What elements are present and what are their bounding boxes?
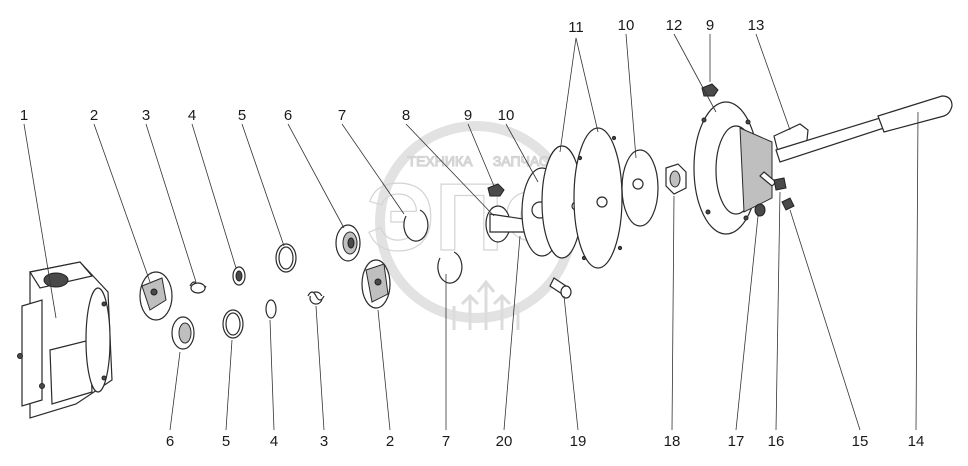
callout-6: 6 [284,107,292,124]
callout-10: 10 [498,107,515,124]
part-7-snap-ring-top [403,209,429,242]
watermark-slogan-left: ТЕХНИКА [408,153,474,169]
callout-12: 12 [666,17,683,34]
leader-lines [23,33,919,431]
part-5-oring-top [275,243,297,273]
part-6-seal-top [335,224,361,262]
callout-2: 2 [90,107,98,124]
watermark-wheat-icon [452,279,520,330]
part-14-handle [775,95,953,163]
callout-13: 13 [748,17,765,34]
part-8-impeller-shaft [485,205,533,243]
callouts-top: 1 2 3 4 5 6 7 8 9 10 11 10 12 9 13 [20,17,765,124]
part-2-rotor-left [139,271,173,321]
part-3-spring-top [189,281,207,294]
callout-8: 8 [402,107,410,124]
callout-4: 4 [188,107,196,124]
callout-5-lower: 5 [222,433,230,450]
callout-18: 18 [664,433,681,450]
callout-9-upper: 9 [706,17,714,34]
callout-9: 9 [464,107,472,124]
part-17-washer [754,203,766,217]
part-9-nut-middle [487,183,505,197]
part-16-bolt [759,171,787,191]
callout-20: 20 [496,433,513,450]
callout-3: 3 [142,107,150,124]
part-10-gasket-right [621,149,659,227]
callout-11: 11 [568,19,584,36]
part-15-screw [781,197,795,211]
callout-3-lower: 3 [320,433,328,450]
callout-16: 16 [768,433,785,450]
part-19-pin [549,277,572,299]
callouts-bottom: 6 5 4 3 2 7 20 19 18 17 16 15 14 [166,433,925,450]
callout-4-lower: 4 [270,433,278,450]
part-18-nut [665,163,687,195]
part-4-ring-bottom [265,299,277,319]
callout-10-upper: 10 [618,17,635,34]
callout-6-lower: 6 [166,433,174,450]
part-12-cover [693,101,773,235]
part-1-housing [17,261,113,419]
part-5-oring-bottom [222,309,244,339]
callout-14: 14 [908,433,925,450]
part-7-snap-ring-bottom [437,251,463,284]
callout-17: 17 [728,433,745,450]
part-6-seal-bottom [171,316,195,350]
callout-7-lower: 7 [442,433,450,450]
part-4-ring-top [232,266,246,286]
callout-19: 19 [570,433,587,450]
part-11-diaphragm-back [573,127,623,269]
callout-2-lower: 2 [386,433,394,450]
callout-15: 15 [852,433,869,450]
callout-1: 1 [20,107,28,124]
callout-5: 5 [238,107,246,124]
part-2-rotor-middle [361,259,391,309]
part-3-spring-bottom [307,291,325,305]
callout-7: 7 [338,107,346,124]
